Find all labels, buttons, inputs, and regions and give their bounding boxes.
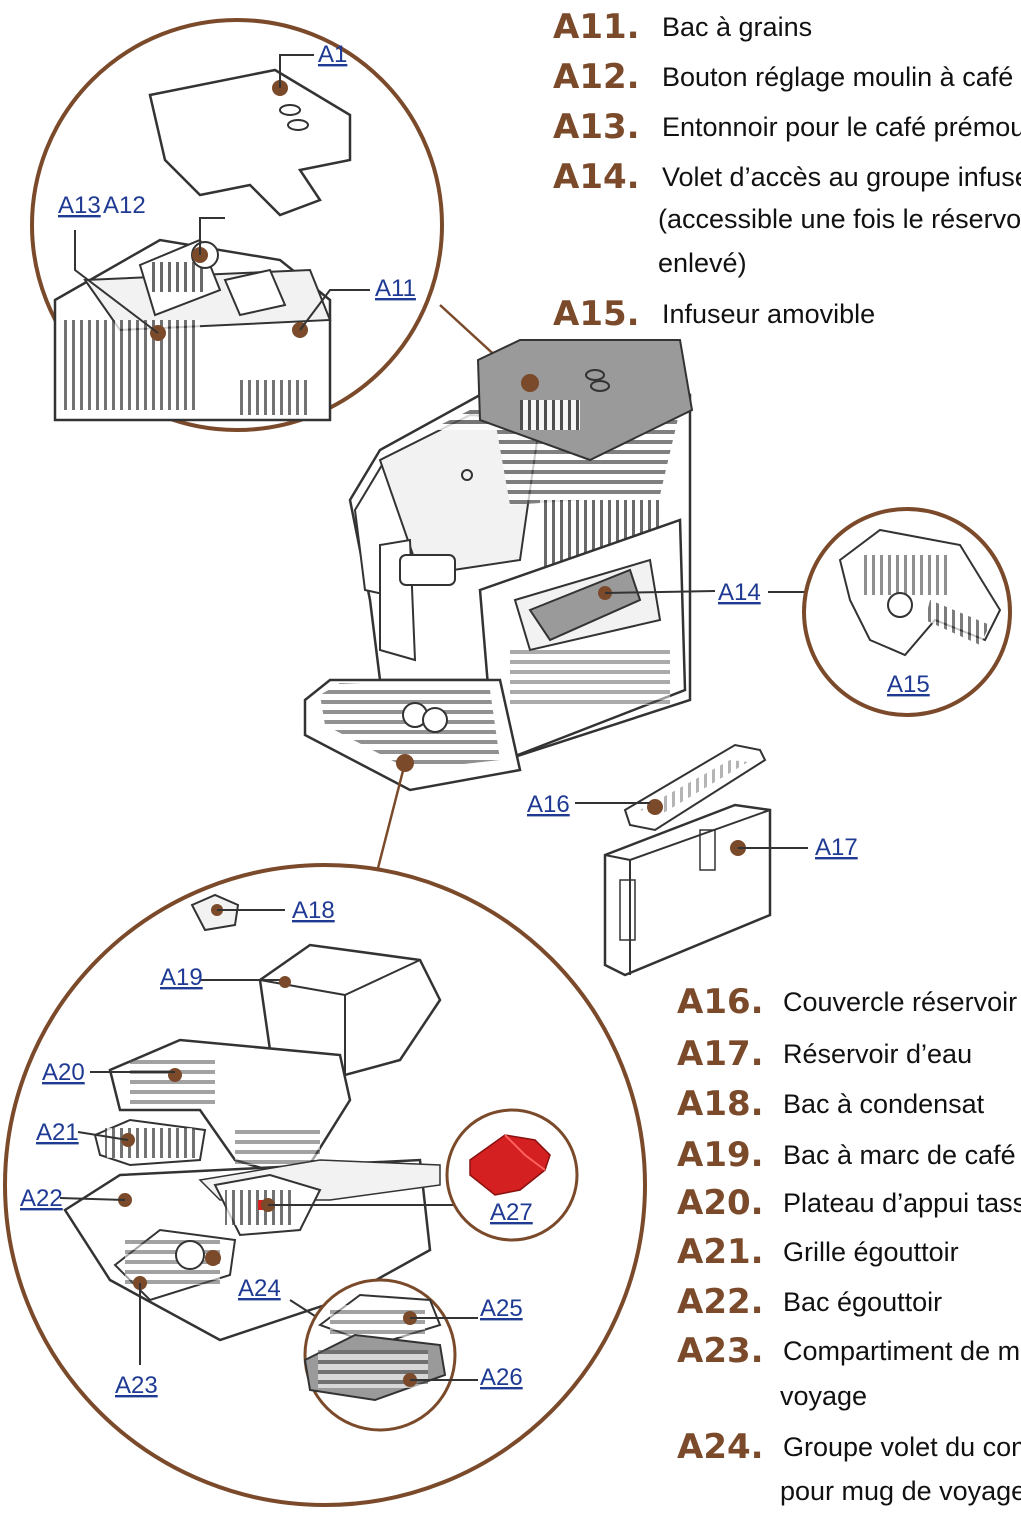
callout-a26: A26 xyxy=(480,1364,523,1391)
water-tank-drawing xyxy=(575,743,808,977)
callout-a25: A25 xyxy=(480,1295,523,1322)
legend-bottom: A16. Couvercle réservoir d' A17. Réservo… xyxy=(677,982,1021,1506)
legend-text-a11: Bac à grains xyxy=(662,12,812,42)
lid-a1-drawing xyxy=(148,68,352,217)
legend-code-a11: A11. xyxy=(553,7,640,47)
legend-code-a16: A16. xyxy=(677,982,764,1022)
legend-code-a20: A20. xyxy=(677,1183,764,1223)
legend-text-a14: Volet d’accès au groupe infuseur xyxy=(662,162,1021,192)
legend-text-a16: Couvercle réservoir d' xyxy=(783,987,1021,1017)
callout-a1: A1 xyxy=(318,41,347,68)
callout-a15: A15 xyxy=(887,671,930,698)
legend-text-a23-line2: voyage xyxy=(780,1381,867,1411)
a25-a26-detail-circle xyxy=(303,1278,478,1432)
callout-a12: A12 xyxy=(103,192,146,219)
callout-a11: A11 xyxy=(375,275,416,302)
legend-text-a17: Réservoir d’eau xyxy=(783,1039,972,1069)
legend-code-a12: A12. xyxy=(553,57,640,97)
legend-text-a18: Bac à condensat xyxy=(783,1089,985,1119)
legend-code-a17: A17. xyxy=(677,1034,764,1074)
callout-a20: A20 xyxy=(42,1059,85,1086)
legend-text-a14-line2: (accessible une fois le réservoir d xyxy=(658,204,1021,234)
legend-code-a19: A19. xyxy=(677,1135,764,1175)
callout-a27: A27 xyxy=(490,1199,533,1226)
legend-code-a23: A23. xyxy=(677,1331,764,1371)
callout-a18: A18 xyxy=(292,897,335,924)
callout-a24: A24 xyxy=(238,1275,281,1302)
callout-a21: A21 xyxy=(36,1119,79,1146)
legend-code-a22: A22. xyxy=(677,1282,764,1322)
legend-text-a12: Bouton réglage moulin à café xyxy=(662,62,1013,92)
legend-text-a24: Groupe volet du comp xyxy=(783,1432,1021,1462)
callout-a13: A13 xyxy=(58,192,101,219)
callout-a19: A19 xyxy=(160,964,203,991)
legend-text-a23: Compartiment de mu xyxy=(783,1336,1021,1366)
callout-a17: A17 xyxy=(815,834,858,861)
legend-text-a21: Grille égouttoir xyxy=(783,1237,959,1267)
legend-code-a15: A15. xyxy=(553,294,640,334)
legend-text-a15: Infuseur amovible xyxy=(662,299,875,329)
legend-code-a21: A21. xyxy=(677,1232,764,1272)
legend-code-a18: A18. xyxy=(677,1084,764,1124)
legend-top: A11. Bac à grains A12. Bouton réglage mo… xyxy=(553,7,1021,334)
legend-code-a14: A14. xyxy=(553,157,640,197)
legend-text-a20: Plateau d’appui tasse xyxy=(783,1188,1021,1218)
legend-text-a13: Entonnoir pour le café prémoulu xyxy=(662,112,1021,142)
callout-a22: A22 xyxy=(20,1185,63,1212)
infuser-detail-circle xyxy=(802,507,1012,717)
legend-code-a24: A24. xyxy=(677,1427,764,1467)
top-detail-circle xyxy=(30,18,444,432)
legend-text-a24-line2: pour mug de voyage xyxy=(780,1476,1021,1506)
legend-code-a13: A13. xyxy=(553,107,640,147)
callout-a16: A16 xyxy=(527,791,570,818)
callout-a14: A14 xyxy=(718,579,761,606)
a27-detail-circle xyxy=(445,1108,579,1242)
legend-text-a22: Bac égouttoir xyxy=(783,1287,942,1317)
main-machine-drawing xyxy=(303,339,716,792)
legend-text-a19: Bac à marc de café xyxy=(783,1140,1016,1170)
legend-text-a14-line3: enlevé) xyxy=(658,248,747,278)
callout-a23: A23 xyxy=(115,1372,158,1399)
